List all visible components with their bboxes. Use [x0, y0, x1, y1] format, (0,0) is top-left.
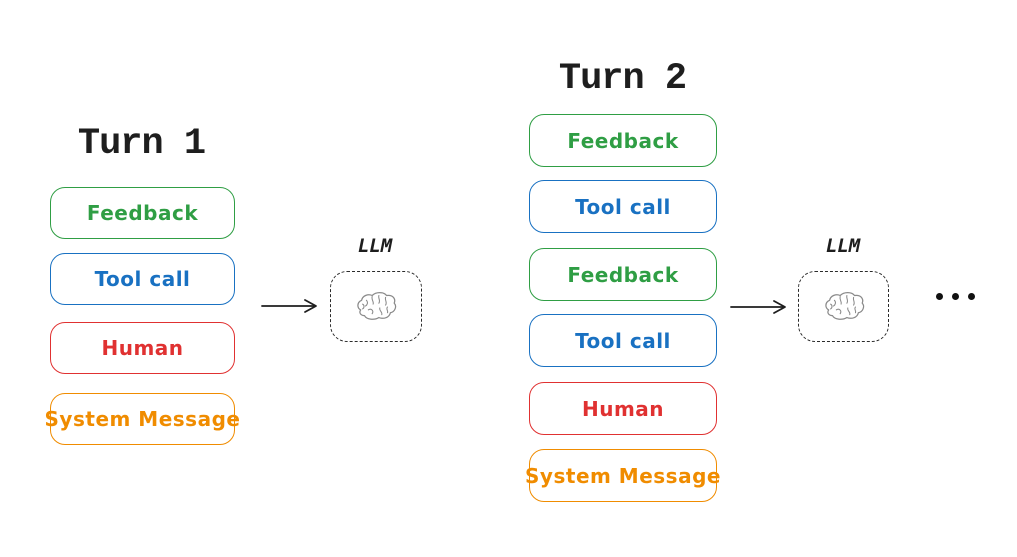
- turn-1-title: Turn 1: [77, 123, 206, 165]
- brain-icon: [824, 291, 864, 320]
- llm-2-box: [798, 271, 889, 342]
- turn2-box-feedback-2: Feedback: [529, 248, 717, 301]
- ellipsis-dot: [968, 293, 975, 300]
- ellipsis-dot: [952, 293, 959, 300]
- llm-1-label: LLM: [357, 235, 393, 257]
- turn1-box-human-label: Human: [101, 336, 184, 360]
- turn2-box-tool-call-2-label: Tool call: [575, 328, 671, 353]
- turn1-box-system-message: System Message: [45, 393, 240, 445]
- ellipsis-dot: [936, 293, 943, 300]
- turn2-box-tool-call-2: Tool call: [529, 314, 717, 367]
- llm-1-box: [330, 271, 422, 342]
- turn2-box-tool-call-1-label: Tool call: [575, 194, 671, 219]
- turn2-box-feedback-1: Feedback: [529, 114, 717, 167]
- turn1-box-tool-call: Tool call: [50, 253, 235, 305]
- llm-2-label: LLM: [825, 235, 861, 257]
- turn1-box-tool-call-label: Tool call: [94, 267, 191, 291]
- turn1-box-feedback-label: Feedback: [86, 201, 199, 225]
- turn1-box-system-message-label: System Message: [44, 407, 241, 431]
- brain-icon: [357, 291, 397, 320]
- arrow-2-icon: [730, 300, 786, 314]
- turn2-box-human: Human: [529, 382, 717, 435]
- arrow-1-icon: [261, 299, 317, 313]
- turn1-box-human: Human: [50, 322, 235, 374]
- turn2-box-feedback-1-label: Feedback: [567, 128, 679, 153]
- turn2-box-system-message-label: System Message: [525, 463, 721, 488]
- turn-2-title: Turn 2: [558, 58, 687, 100]
- turn2-box-system-message: System Message: [525, 449, 720, 502]
- turn2-box-tool-call-1: Tool call: [529, 180, 717, 233]
- ellipsis-icon: [936, 293, 975, 300]
- turn2-box-feedback-2-label: Feedback: [567, 262, 679, 287]
- turn2-box-human-label: Human: [581, 396, 665, 421]
- turn1-box-feedback: Feedback: [50, 187, 235, 239]
